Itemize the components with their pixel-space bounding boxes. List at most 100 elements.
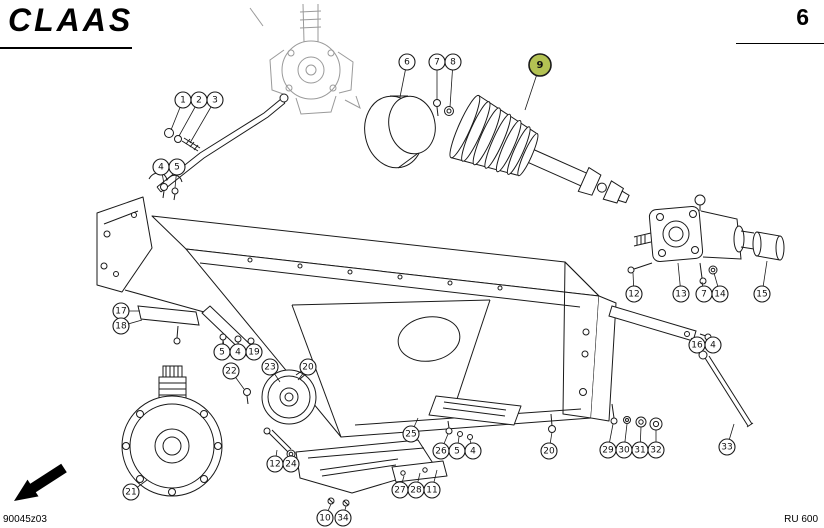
callout-2[interactable]: 2 — [178, 91, 208, 137]
callout-12[interactable]: 12 — [266, 449, 284, 473]
callout-9[interactable]: 9 — [524, 53, 552, 111]
svg-text:4: 4 — [235, 348, 241, 358]
callout-22[interactable]: 22 — [222, 362, 245, 390]
svg-text:1: 1 — [180, 96, 186, 106]
svg-text:12: 12 — [628, 290, 639, 300]
svg-text:34: 34 — [337, 514, 349, 524]
svg-text:25: 25 — [405, 430, 416, 440]
guard-plates — [295, 395, 522, 494]
svg-text:5: 5 — [174, 163, 180, 173]
svg-text:14: 14 — [714, 290, 726, 300]
svg-text:30: 30 — [618, 446, 630, 456]
pulley — [243, 367, 317, 425]
svg-text:3: 3 — [212, 96, 218, 106]
svg-text:5: 5 — [219, 348, 225, 358]
callout-21[interactable]: 21 — [122, 479, 148, 501]
svg-text:7: 7 — [434, 58, 440, 68]
nav-arrow-icon — [14, 463, 67, 501]
guard-cone — [364, 95, 454, 169]
drawing-code: 90045z03 — [3, 514, 47, 525]
svg-text:21: 21 — [125, 488, 136, 498]
svg-text:31: 31 — [634, 446, 645, 456]
linkage-rod — [148, 93, 289, 201]
callout-16[interactable]: 16 — [688, 336, 706, 354]
callout-13[interactable]: 13 — [672, 262, 690, 303]
svg-text:23: 23 — [264, 363, 275, 373]
model-code: RU 600 — [784, 514, 818, 525]
svg-text:20: 20 — [543, 447, 555, 457]
svg-text:27: 27 — [394, 486, 405, 496]
svg-text:4: 4 — [470, 447, 476, 457]
callout-20[interactable]: 20 — [297, 358, 317, 381]
svg-text:6: 6 — [404, 58, 410, 68]
pto-shaft — [449, 94, 630, 204]
callout-23[interactable]: 23 — [261, 358, 281, 383]
page-number: 6 — [796, 4, 809, 30]
main-gearbox — [121, 365, 223, 497]
claas-logo: CLAAS — [8, 2, 134, 38]
callout-15[interactable]: 15 — [753, 260, 771, 303]
svg-text:13: 13 — [675, 290, 686, 300]
callout-1[interactable]: 1 — [170, 91, 192, 131]
callout-6[interactable]: 6 — [398, 53, 416, 98]
callout-29[interactable]: 29 — [599, 423, 617, 459]
svg-text:26: 26 — [435, 447, 447, 457]
svg-text:4: 4 — [158, 163, 164, 173]
main-frame — [96, 196, 617, 438]
callout-7[interactable]: 7 — [695, 281, 713, 303]
callout-20[interactable]: 20 — [540, 431, 558, 460]
callout-33[interactable]: 33 — [718, 423, 736, 456]
callout-31[interactable]: 31 — [631, 426, 649, 459]
svg-text:12: 12 — [269, 460, 280, 470]
svg-text:29: 29 — [602, 446, 614, 456]
callout-4[interactable]: 4 — [229, 342, 247, 361]
svg-text:4: 4 — [710, 341, 716, 351]
callout-32[interactable]: 32 — [647, 430, 665, 459]
svg-text:7: 7 — [701, 290, 707, 300]
svg-text:15: 15 — [756, 290, 767, 300]
callout-8[interactable]: 8 — [444, 53, 462, 108]
callout-4[interactable]: 4 — [152, 158, 170, 185]
callout-27[interactable]: 27 — [391, 475, 409, 499]
callout-11[interactable]: 11 — [423, 469, 441, 499]
svg-text:17: 17 — [115, 307, 126, 317]
svg-text:20: 20 — [302, 363, 314, 373]
callout-4[interactable]: 4 — [464, 439, 482, 460]
callout-34[interactable]: 34 — [334, 505, 352, 527]
svg-text:32: 32 — [650, 446, 661, 456]
callout-5[interactable]: 5 — [213, 339, 231, 361]
svg-text:24: 24 — [285, 460, 297, 470]
svg-text:10: 10 — [319, 514, 331, 524]
callout-3[interactable]: 3 — [189, 91, 224, 144]
svg-text:2: 2 — [196, 96, 202, 106]
angle-gearbox — [627, 194, 785, 285]
svg-text:19: 19 — [248, 348, 260, 358]
svg-text:16: 16 — [691, 341, 703, 351]
callout-5[interactable]: 5 — [168, 158, 186, 189]
svg-text:8: 8 — [450, 58, 456, 68]
callout-30[interactable]: 30 — [615, 423, 633, 459]
callout-7[interactable]: 7 — [428, 53, 446, 100]
page-number-divider — [736, 43, 824, 44]
callout-10[interactable]: 10 — [316, 503, 334, 527]
svg-text:22: 22 — [225, 367, 236, 377]
callout-5[interactable]: 5 — [448, 436, 466, 460]
callout-19[interactable]: 19 — [245, 343, 263, 361]
callout-18[interactable]: 18 — [112, 317, 143, 335]
callout-12[interactable]: 12 — [625, 272, 643, 303]
callout-26[interactable]: 26 — [432, 433, 450, 460]
callout-24[interactable]: 24 — [282, 455, 300, 473]
callout-4[interactable]: 4 — [704, 336, 722, 354]
top-gearbox-faint — [249, 3, 361, 115]
svg-text:5: 5 — [454, 447, 460, 457]
callout-17[interactable]: 17 — [112, 302, 140, 320]
svg-text:11: 11 — [426, 486, 437, 496]
svg-text:28: 28 — [410, 486, 422, 496]
svg-text:33: 33 — [721, 443, 732, 453]
callout-25[interactable]: 25 — [402, 417, 420, 443]
callout-14[interactable]: 14 — [711, 272, 729, 303]
logo-divider — [0, 47, 132, 49]
